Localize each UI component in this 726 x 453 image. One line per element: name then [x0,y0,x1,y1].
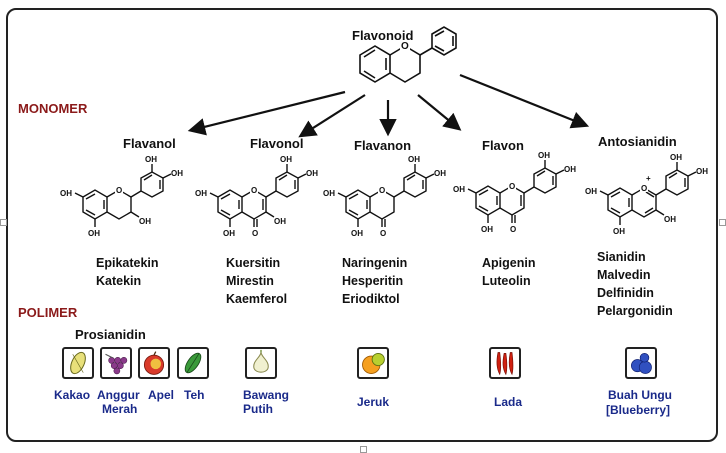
oxygen-atom: O [380,229,386,238]
compound-name: Pelargonidin [597,304,673,318]
monomer-section-label: MONOMER [18,101,88,116]
hydroxyl-label: OH [274,217,286,226]
hydroxyl-label: OH [585,187,597,196]
hydroxyl-label: OH [538,151,550,160]
class-label-flavonol: Flavonol [250,136,304,151]
oxygen-atom: O [510,225,516,234]
cocoa-pod-icon [62,347,94,379]
hydroxyl-label: OH [145,155,157,164]
compounds-antosianidin: Sianidin Malvedin Delfinidin Pelargonidi… [597,248,673,320]
food-label-bawang: Bawang [243,388,290,402]
oxygen-atom: O [116,186,122,195]
arrow-to-antosianidin [459,73,590,129]
flavonol-structure: O O OH OH OH OH OH [195,155,318,238]
tea-leaf-icon [177,347,209,379]
garlic-icon [245,347,277,379]
food-label-teh: Teh [184,388,205,402]
diagram-frame [6,8,718,442]
class-label-flavon: Flavon [482,138,524,153]
compounds-flavonol: Kuersitin Mirestin Kaemferol [226,254,287,308]
compound-name: Malvedin [597,268,651,282]
arrow-to-flavonol [298,94,366,138]
class-label-flavanol: Flavanol [123,136,176,151]
flavonoid-core-structure: O [359,26,457,83]
oxygen-atom: O [401,41,409,52]
hydroxyl-label: OH [564,165,576,174]
compound-name: Epikatekin [96,256,159,270]
food-label-putih: Putih [243,402,273,416]
oxygen-atom: O [379,186,385,195]
compound-name: Apigenin [482,256,536,270]
hydroxyl-label: OH [306,169,318,178]
flavanon-structure: O O OH OH OH OH [323,155,446,238]
compounds-flavon: Apigenin Luteolin [482,254,535,290]
food-label-buah-ungu: Buah Ungu [608,388,672,402]
oxygen-atom: O [252,229,258,238]
hydroxyl-label: OH [223,229,235,238]
arrow-to-flavanol [187,90,346,136]
compound-name: Mirestin [226,274,274,288]
compound-name: Kaemferol [226,292,288,306]
compound-name: Sianidin [597,250,646,264]
grape-icon [100,347,132,379]
orange-icon [357,347,389,379]
oxygen-atom: O [509,182,515,191]
hydroxyl-label: OH [323,189,335,198]
hydroxyl-label: OH [696,167,708,176]
charge-label: + [646,174,651,183]
hydroxyl-label: OH [280,155,292,164]
food-label-merah: Merah [102,402,138,416]
food-label-lada: Lada [494,395,523,409]
oxygen-atom: O [641,184,647,193]
hydroxyl-label: OH [664,215,676,224]
compound-name: Eriodiktol [342,292,400,306]
polymer-section-label: POLIMER [18,305,78,320]
compound-name: Katekin [96,274,142,288]
flavonoid-title: Flavonoid [352,28,414,43]
compound-name: Delfinidin [597,286,654,300]
food-label-apel: Apel [148,388,175,402]
hydroxyl-label: OH [60,189,72,198]
class-label-antosianidin: Antosianidin [598,134,677,149]
hydroxyl-label: OH [351,229,363,238]
compound-name: Luteolin [482,274,531,288]
hydroxyl-label: OH [139,217,151,226]
food-label-anggur: Anggur [97,388,140,402]
compound-name: Naringenin [342,256,408,270]
food-label-kakao: Kakao [54,388,91,402]
hydroxyl-label: OH [408,155,420,164]
resize-handle-left[interactable] [0,219,7,226]
hydroxyl-label: OH [670,153,682,162]
antosianidin-structure: O + OH OH OH OH OH [585,153,708,236]
hydroxyl-label: OH [88,229,100,238]
arrow-to-flavon [417,94,462,131]
flavon-structure: O O OH OH OH OH [453,151,576,234]
compounds-flavanon: Naringenin Hesperitin Eriodiktol [342,254,407,308]
class-label-flavanon: Flavanon [354,138,412,153]
flavanol-structure: O OH OH OH OH OH [60,155,183,238]
hydroxyl-label: OH [613,227,625,236]
compounds-flavanol: Epikatekin Katekin [96,254,159,290]
food-label-jeruk: Jeruk [357,395,390,409]
oxygen-atom: O [251,186,257,195]
hydroxyl-label: OH [195,189,207,198]
hydroxyl-label: OH [171,169,183,178]
hydroxyl-label: OH [453,185,465,194]
chili-pepper-icon [489,347,521,379]
hydroxyl-label: OH [481,225,493,234]
hydroxyl-label: OH [434,169,446,178]
prosianidin-label: Prosianidin [75,327,146,342]
food-label-blueberry: [Blueberry] [606,403,671,417]
compound-name: Kuersitin [226,256,281,270]
apple-icon [138,347,170,379]
blueberry-icon [625,347,657,379]
compound-name: Hesperitin [342,274,404,288]
